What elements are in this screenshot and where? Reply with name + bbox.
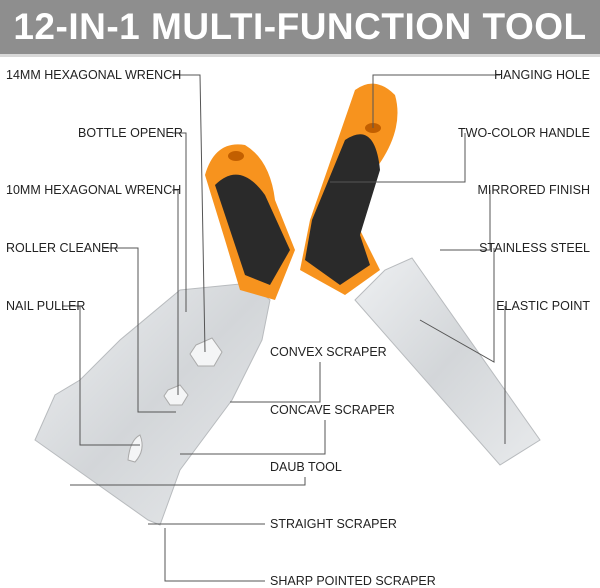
label-hanging-hole: HANGING HOLE (494, 68, 590, 82)
page-title: 12-IN-1 MULTI-FUNCTION TOOL (13, 6, 587, 47)
label-convex-scraper: CONVEX SCRAPER (270, 345, 387, 359)
label-14mm-hex-wrench: 14MM HEXAGONAL WRENCH (6, 68, 182, 82)
hanging-hole-left (228, 151, 244, 161)
hex-hole-10mm (163, 384, 189, 406)
label-sharp-pointed-scraper: SHARP POINTED SCRAPER (270, 574, 436, 588)
label-mirrored-finish: MIRRORED FINISH (477, 183, 591, 197)
left-handle-black (215, 174, 290, 285)
hex-hole-14mm (189, 337, 223, 367)
label-daub-tool: DAUB TOOL (270, 460, 342, 474)
label-bottle-opener: BOTTLE OPENER (78, 126, 183, 140)
label-concave-scraper: CONCAVE SCRAPER (270, 403, 395, 417)
label-two-color-handle: TWO-COLOR HANDLE (458, 126, 590, 140)
label-roller-cleaner: ROLLER CLEANER (6, 241, 119, 255)
label-10mm-hex-wrench: 10MM HEXAGONAL WRENCH (6, 183, 182, 197)
title-banner (0, 0, 600, 57)
straight-blade (354, 257, 541, 466)
label-straight-scraper: STRAIGHT SCRAPER (270, 517, 397, 531)
label-stainless-steel: STAINLESS STEEL (479, 241, 590, 255)
right-handle-black (305, 134, 380, 285)
label-elastic-point: ELASTIC POINT (496, 299, 590, 313)
multi-tool-blade (34, 282, 271, 526)
label-nail-puller: NAIL PULLER (6, 299, 86, 313)
leader-lines (62, 74, 506, 582)
teardrop-hole (127, 434, 143, 463)
